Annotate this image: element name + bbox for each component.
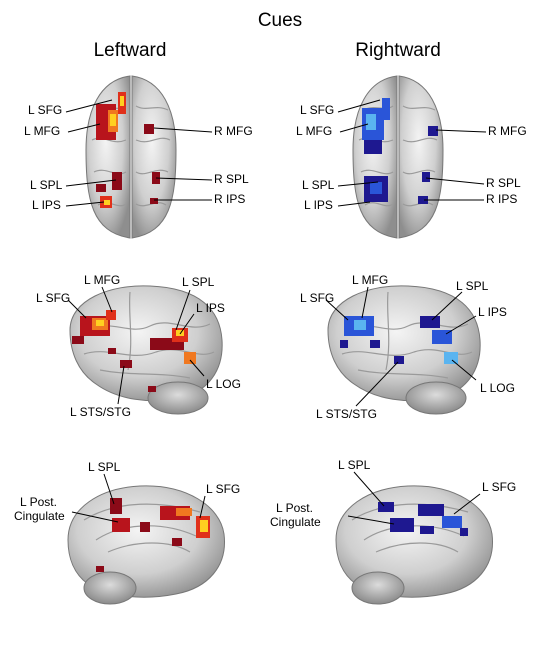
brain-dorsal-left [85, 75, 177, 239]
label-l-sfg: L SFG [300, 291, 335, 305]
label-r-mfg: R MFG [488, 124, 527, 138]
label-l-sts-stg: L STS/STG [316, 407, 377, 421]
label-cingulate: Cingulate [14, 509, 65, 523]
label-r-mfg: R MFG [214, 124, 253, 138]
label-l-sfg: L SFG [206, 482, 241, 496]
label-leader-lines [65, 99, 487, 525]
label-l-sfg: L SFG [482, 480, 517, 494]
label-l-spl: L SPL [182, 275, 215, 289]
label-l-ips: L IPS [478, 305, 507, 319]
column-title-rightward: Rightward [355, 40, 441, 61]
label-l-ips: L IPS [304, 198, 333, 212]
label-l-ips: L IPS [196, 301, 225, 315]
label-l-ips: L IPS [32, 198, 61, 212]
label-l-log: L LOG [480, 381, 515, 395]
label-l-sfg: L SFG [28, 103, 63, 117]
label-r-spl: R SPL [214, 172, 249, 186]
label-l-sts-stg: L STS/STG [70, 405, 131, 419]
label-l-mfg: L MFG [84, 273, 121, 287]
label-l-spl: L SPL [302, 178, 335, 192]
brain-dorsal-right [352, 75, 444, 239]
activation-lateral-right [340, 316, 458, 364]
label-cingulate: Cingulate [270, 515, 321, 529]
label-l-sfg: L SFG [300, 103, 335, 117]
label-l-mfg: L MFG [296, 124, 333, 138]
label-l-spl: L SPL [456, 279, 489, 293]
brain-medial-left [67, 485, 225, 605]
activation-dorsal-right [362, 98, 438, 204]
label-l-spl: L SPL [30, 178, 63, 192]
label-l-post: L Post. [276, 501, 313, 515]
activation-medial-right [378, 502, 468, 536]
figure-title: Cues [257, 10, 303, 31]
label-l-mfg: L MFG [352, 273, 389, 287]
label-l-sfg: L SFG [36, 291, 71, 305]
label-l-spl: L SPL [88, 460, 121, 474]
label-r-ips: R IPS [214, 192, 246, 206]
brain-lateral-right [327, 285, 481, 415]
label-l-mfg: L MFG [24, 124, 61, 138]
label-l-spl: L SPL [338, 458, 371, 472]
activation-lateral-left [72, 310, 196, 392]
label-r-ips: R IPS [486, 192, 518, 206]
column-title-leftward: Leftward [93, 40, 167, 61]
label-r-spl: R SPL [486, 176, 521, 190]
label-l-log: L LOG [206, 377, 241, 391]
label-l-post: L Post. [20, 495, 57, 509]
brain-medial-right [335, 485, 493, 605]
